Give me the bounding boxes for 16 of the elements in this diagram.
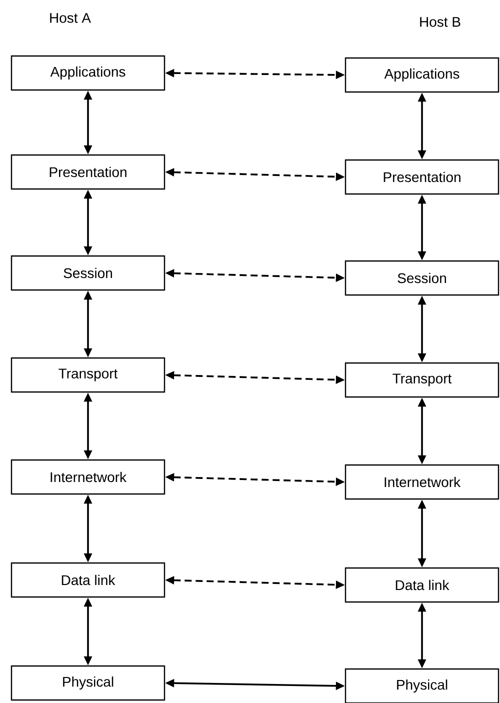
host-label: Host A bbox=[50, 13, 91, 23]
layer-box: Presentation bbox=[344, 159, 500, 195]
layer-box: Session bbox=[344, 260, 500, 296]
host-label: Host B bbox=[420, 17, 460, 27]
layer-box: Internetwork bbox=[344, 464, 500, 500]
layer-box: Applications bbox=[10, 55, 166, 91]
layer-box: Transport bbox=[344, 362, 500, 398]
layer-box: Physical bbox=[10, 665, 166, 701]
layer-box: Session bbox=[10, 255, 166, 291]
layer-box: Data link bbox=[344, 567, 500, 603]
layer-box: Internetwork bbox=[10, 459, 166, 495]
layer-box: Transport bbox=[10, 357, 166, 393]
layer-box: Data link bbox=[10, 562, 166, 598]
layer-box: Applications bbox=[344, 57, 500, 93]
layer-box: Presentation bbox=[10, 154, 166, 190]
layer-box: Physical bbox=[344, 668, 500, 703]
